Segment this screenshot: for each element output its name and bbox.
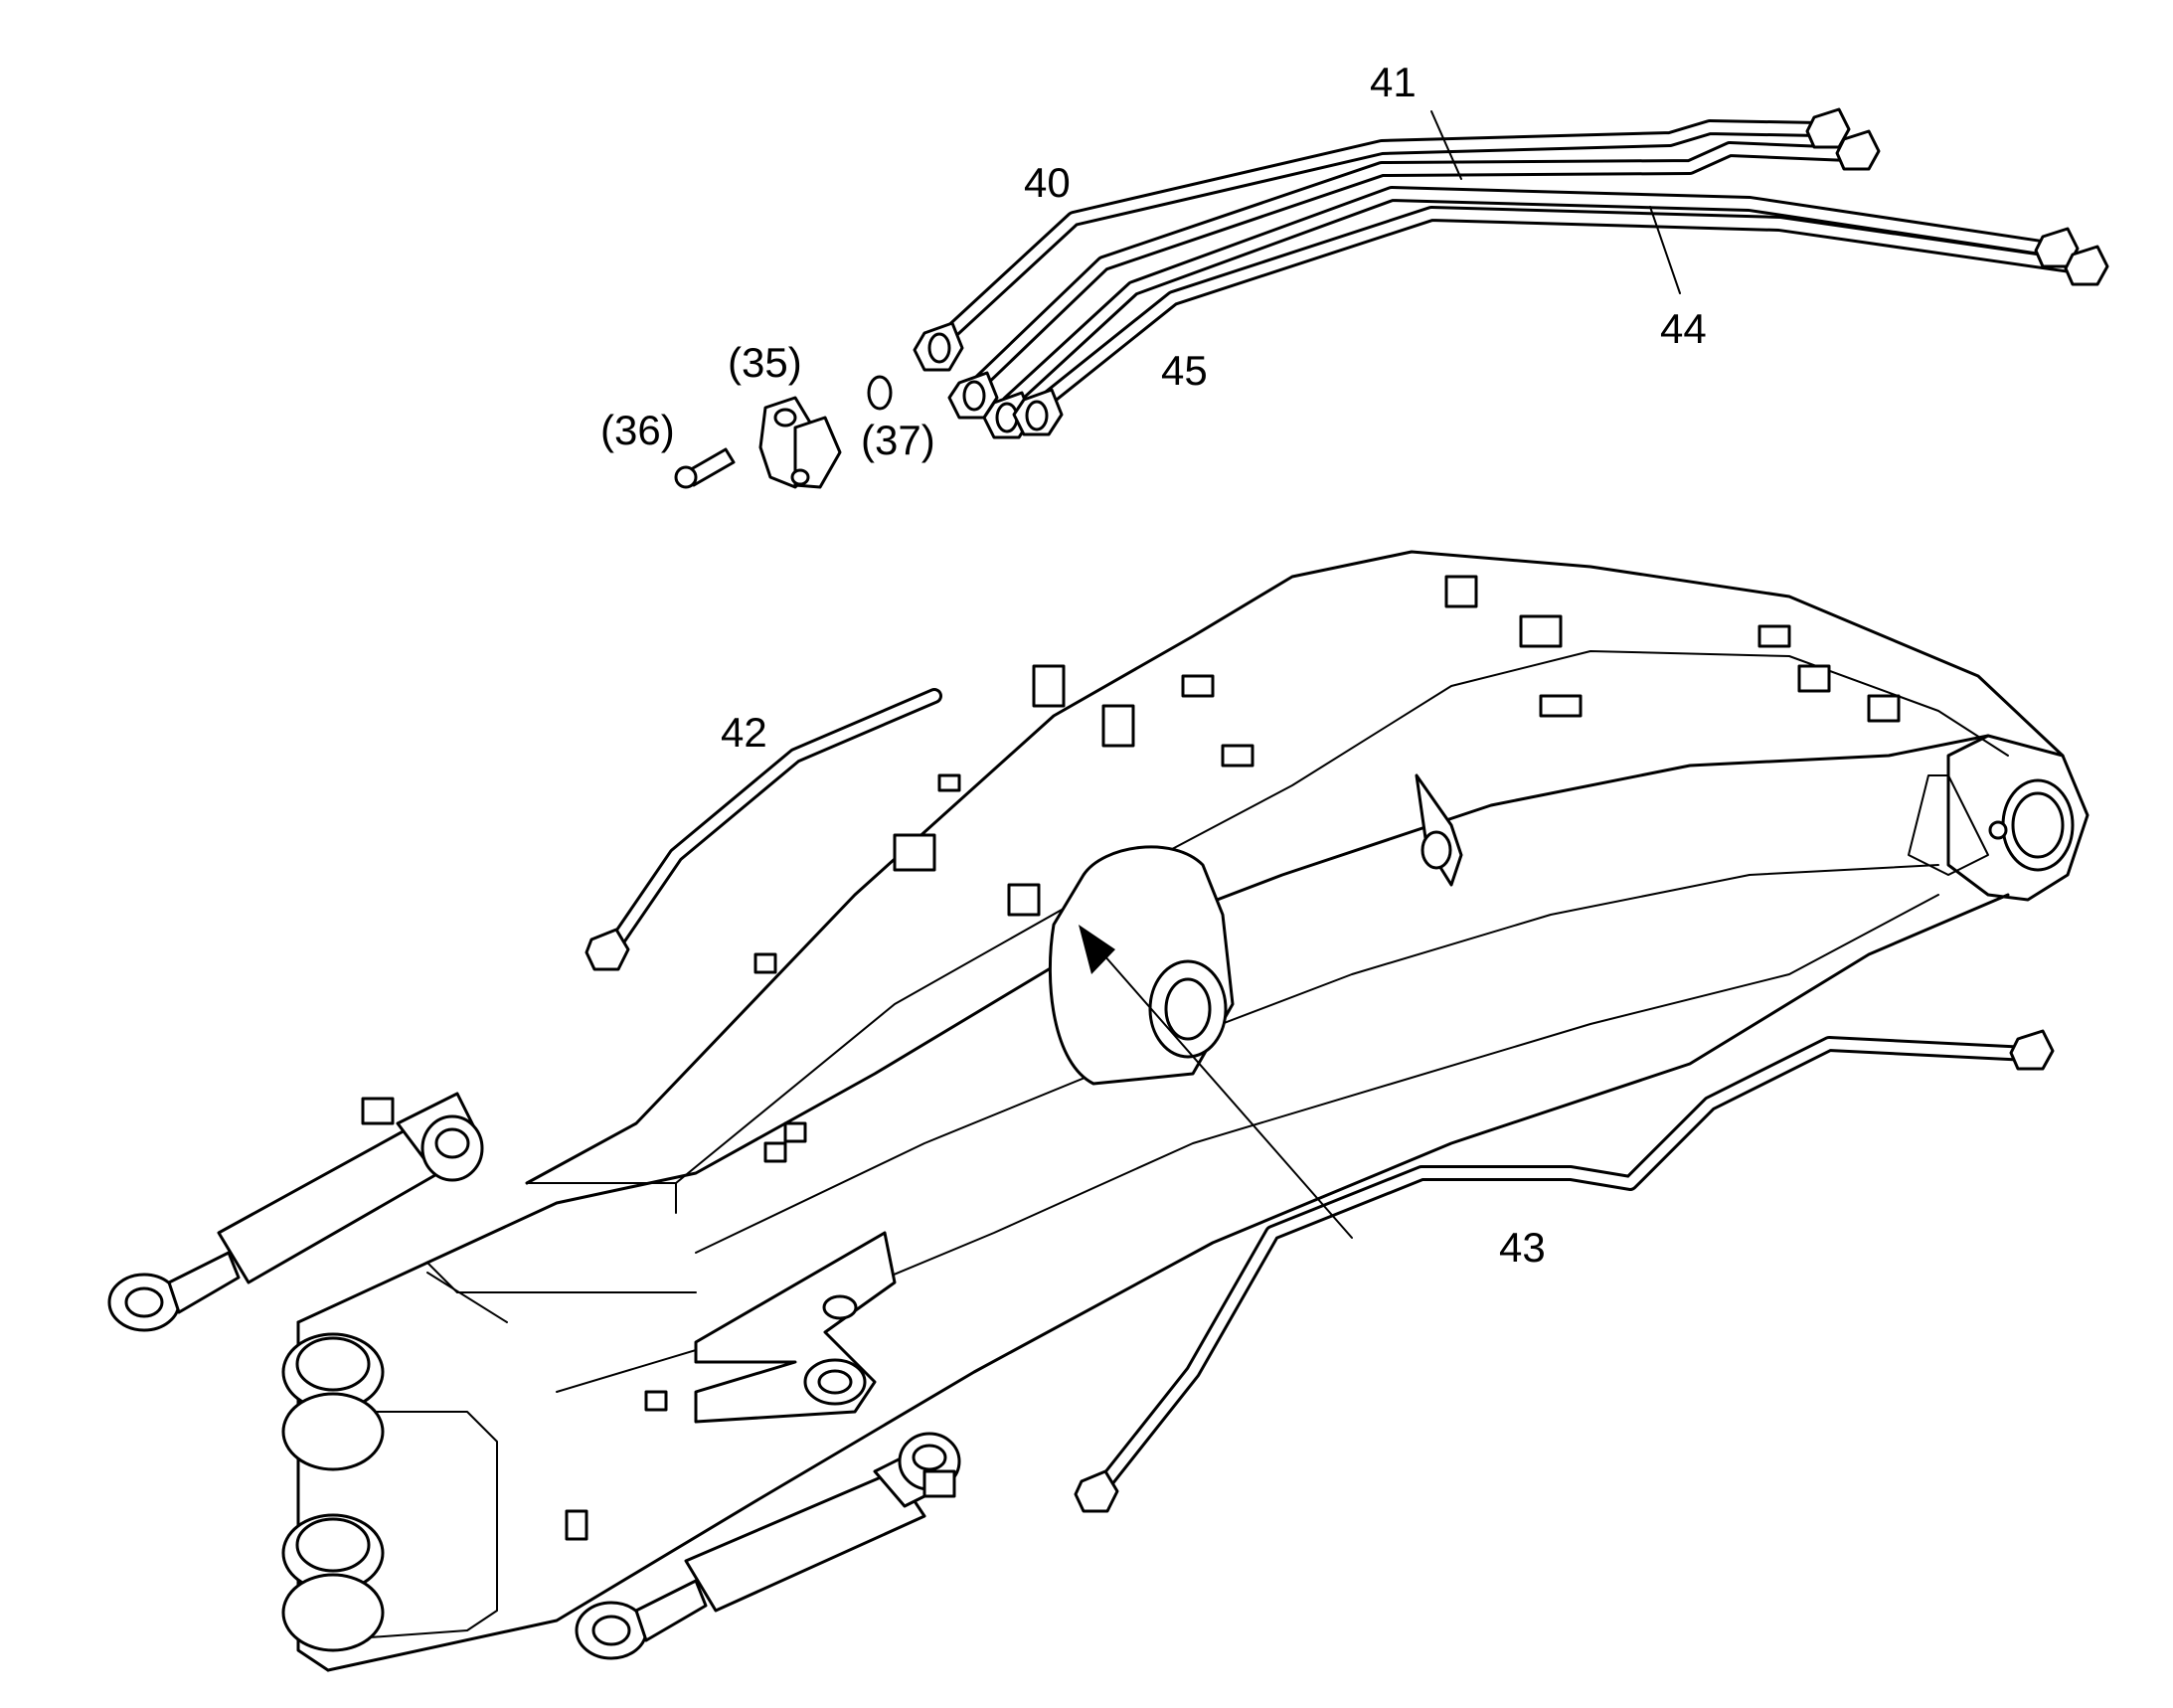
pipe-42 bbox=[585, 688, 942, 971]
callout-35: (35) bbox=[728, 339, 802, 386]
hydraulic-cylinder-lower bbox=[575, 1432, 961, 1660]
hydraulic-cylinder-upper bbox=[107, 1092, 484, 1332]
callout-42: 42 bbox=[721, 709, 767, 756]
foot-pivot-bosses bbox=[281, 1332, 385, 1652]
o-ring-37 bbox=[867, 375, 893, 411]
pipe-43 bbox=[1074, 1029, 2055, 1513]
callout-36: (36) bbox=[600, 407, 675, 453]
callout-45: 45 bbox=[1161, 347, 1208, 394]
callout-40: 40 bbox=[1024, 159, 1071, 206]
pipe-bundle bbox=[936, 119, 2086, 414]
pipe-flanges bbox=[913, 107, 2109, 439]
center-pivot-disc bbox=[1048, 845, 1235, 1086]
callout-41: 41 bbox=[1370, 59, 1417, 105]
bolt-36 bbox=[674, 447, 736, 489]
leader-lines bbox=[1079, 110, 1681, 1239]
callout-44: 44 bbox=[1660, 305, 1707, 352]
callout-43: 43 bbox=[1499, 1224, 1546, 1271]
side-bracket bbox=[1415, 773, 1463, 887]
callout-37: (37) bbox=[861, 417, 935, 463]
boom-clips bbox=[565, 575, 1901, 1541]
cylinder-mount-bracket bbox=[694, 1231, 897, 1424]
clamp-35 bbox=[758, 396, 842, 489]
boom-arm bbox=[296, 550, 2089, 1672]
